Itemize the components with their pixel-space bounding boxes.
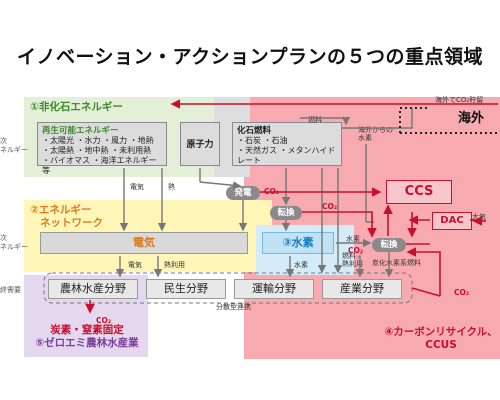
overseas-label: 海外 bbox=[458, 111, 485, 126]
dac-box: DAC bbox=[432, 212, 472, 230]
overseas-co2-storage-label: 海外でCO₂貯留 bbox=[435, 96, 484, 104]
carbon-fuel-label: 炭化水素系燃料 bbox=[372, 259, 421, 267]
sector-agriculture: 農林水産分野 bbox=[48, 279, 138, 299]
energy-network-label: ②エネルギー ネットワーク bbox=[30, 204, 103, 229]
electricity-bar: 電気 bbox=[40, 232, 248, 254]
red-flow-lines bbox=[85, 99, 498, 314]
conversion-node-2: 転換 bbox=[372, 238, 406, 252]
fuel-label: 燃料 bbox=[308, 116, 322, 124]
sector-industry: 産業分野 bbox=[322, 279, 402, 299]
fuel-heat-label: 燃料／熱利用 bbox=[342, 252, 363, 268]
electricity-label: 電気 bbox=[133, 236, 155, 249]
non-fossil-energy-label: ①非化石エネルギー bbox=[30, 101, 123, 113]
zero-emission-label: 炭素・窒素固定 ⑤ゼロエミ農林水産業 bbox=[35, 324, 139, 349]
distributed-enclosure bbox=[43, 272, 413, 304]
sector-civil: 民生分野 bbox=[146, 279, 226, 299]
hydrogen-label: ③水素 bbox=[282, 236, 314, 249]
heat-small-label: 熱 bbox=[168, 183, 175, 191]
hydrogen-box: ③水素 bbox=[262, 232, 334, 254]
co2-label-2: CO₂ bbox=[322, 202, 338, 211]
overseas-hydrogen-label: 海外からの 水素 bbox=[358, 126, 393, 142]
gray-flow-lines bbox=[115, 108, 413, 278]
fossil-fuel-box: 化石燃料 ・石炭 ・石油 ・天然ガス ・メタンハイドレート bbox=[232, 122, 342, 166]
side-label-primary: 次 ネルギー bbox=[0, 137, 28, 154]
heat-use-label: 熱利用 bbox=[164, 261, 185, 269]
page-title: イノベーション・アクションプランの５つの重点領域 bbox=[16, 46, 484, 68]
side-label-demand: 終需要 bbox=[0, 286, 21, 294]
power-generation-node: 発電 bbox=[226, 186, 260, 200]
renewable-energy-box: 再生可能エネルギー ・太陽光 ・水力 ・風力 ・地熱 ・太陽熱 ・地中熱 ・未利… bbox=[37, 122, 167, 175]
conversion-node-1: 転換 bbox=[270, 206, 302, 220]
hydrogen-small-label: 水素 bbox=[346, 235, 360, 243]
side-label-secondary: 次 ネルギー bbox=[0, 234, 28, 251]
distributed-label: 分散型連携 bbox=[216, 303, 251, 311]
co2-label-4: CO₂ bbox=[454, 288, 470, 297]
sector-transport: 運輸分野 bbox=[234, 279, 314, 299]
electricity-small-label-2: 電気 bbox=[128, 261, 142, 269]
co2-label-3: CO₂ bbox=[348, 246, 364, 255]
ccus-label: ④カーボンリサイクル、 CCUS bbox=[384, 326, 498, 351]
electricity-small-label-1: 電気 bbox=[130, 183, 144, 191]
nuclear-box: 原子力 bbox=[180, 122, 220, 166]
hydrogen-small-label-2: 水素 bbox=[294, 261, 308, 269]
co2-label-5: CO₂ bbox=[96, 316, 112, 325]
ccs-box: CCS bbox=[386, 180, 452, 204]
